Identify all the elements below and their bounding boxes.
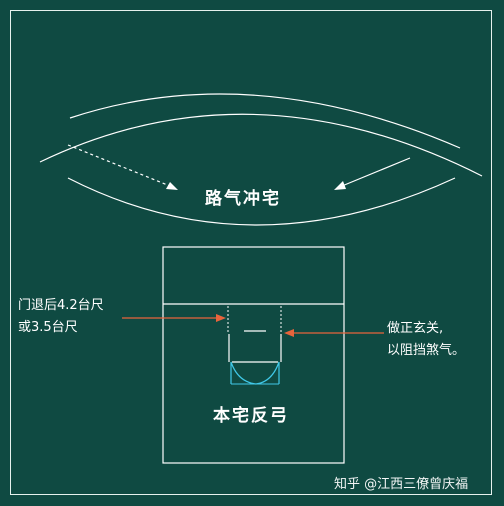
qi-arrow-left-head [166,182,178,190]
door-setback-note: 门退后4.2台尺 或3.5台尺 [18,295,104,339]
road-outer-curve [39,113,483,177]
road-inner-curve [69,93,461,149]
qi-arrow-right-line [341,157,411,187]
leader-left-head [216,314,226,322]
house-outline [162,246,345,464]
leader-right-head [284,329,294,337]
qi-arrow-left-line [67,144,171,187]
door-left [230,361,257,385]
house-label: 本宅反弓 [213,406,289,426]
door-right [255,361,280,385]
drawing-border [10,10,492,495]
door-setback-line-1: 门退后4.2台尺 [18,298,104,313]
qi-arrow-right-head [334,181,346,190]
xuanguan-note: 做正玄关, 以阻挡煞气。 [387,318,465,362]
xuanguan-line-2: 以阻挡煞气。 [387,343,466,358]
road-lower-curve [67,177,456,226]
watermark: 知乎 @江西三僚曾庆福 [334,477,469,492]
door-setback-line-2: 或3.5台尺 [18,320,78,335]
xuanguan-line-1: 做正玄关, [387,321,444,336]
road-qi-label: 路气冲宅 [205,189,281,209]
